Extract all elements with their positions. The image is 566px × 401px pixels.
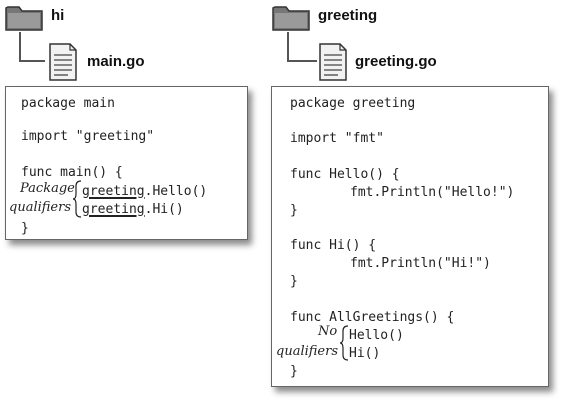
code-line: Hello() (349, 328, 404, 343)
code-line: import "fmt" (290, 131, 384, 146)
file-icon (319, 43, 347, 81)
folder-icon (272, 6, 310, 31)
code-panel-main-go: package main import "greeting" func main… (5, 86, 248, 240)
code-line: greeting.Hi() (82, 202, 184, 217)
code-line: } (290, 203, 298, 218)
tree-connector (19, 32, 45, 62)
code-line: func Hello() { (290, 167, 400, 182)
annotation-no: No (318, 324, 338, 339)
annotation-package: Package (20, 181, 75, 196)
tree-connector (287, 32, 317, 62)
code-line: func main() { (21, 165, 123, 180)
code-line-rest: .Hello() (144, 184, 208, 199)
file-label-greeting-go: greeting.go (355, 53, 437, 70)
code-line: } (290, 364, 298, 379)
folder-label-greeting: greeting (318, 7, 378, 24)
code-panel-greeting-go: package greeting import "fmt" func Hello… (271, 86, 549, 387)
code-line: package main (21, 96, 115, 111)
package-qualifier: greeting (82, 184, 145, 199)
brace-icon (72, 180, 82, 218)
folder-label-hi: hi (51, 7, 65, 24)
code-line: package greeting (290, 96, 416, 111)
code-line: Hi() (349, 346, 381, 361)
code-line: import "greeting" (21, 129, 155, 144)
code-line: } (21, 221, 29, 236)
code-line: fmt.Println("Hi!") (350, 256, 491, 271)
code-line-rest: .Hi() (144, 202, 184, 217)
annotation-qualifiers: qualifiers (276, 344, 339, 359)
brace-icon (339, 325, 349, 361)
code-line: func Hi() { (290, 238, 377, 253)
code-line: func AllGreetings() { (290, 310, 455, 325)
annotation-qualifiers: qualifiers (9, 200, 72, 215)
package-qualifier: greeting (82, 202, 145, 217)
code-line: fmt.Println("Hello!") (350, 185, 515, 200)
code-line: } (290, 274, 298, 289)
file-label-main-go: main.go (87, 53, 145, 70)
file-icon (49, 43, 77, 81)
code-line: greeting.Hello() (82, 184, 207, 199)
folder-icon (5, 6, 43, 31)
